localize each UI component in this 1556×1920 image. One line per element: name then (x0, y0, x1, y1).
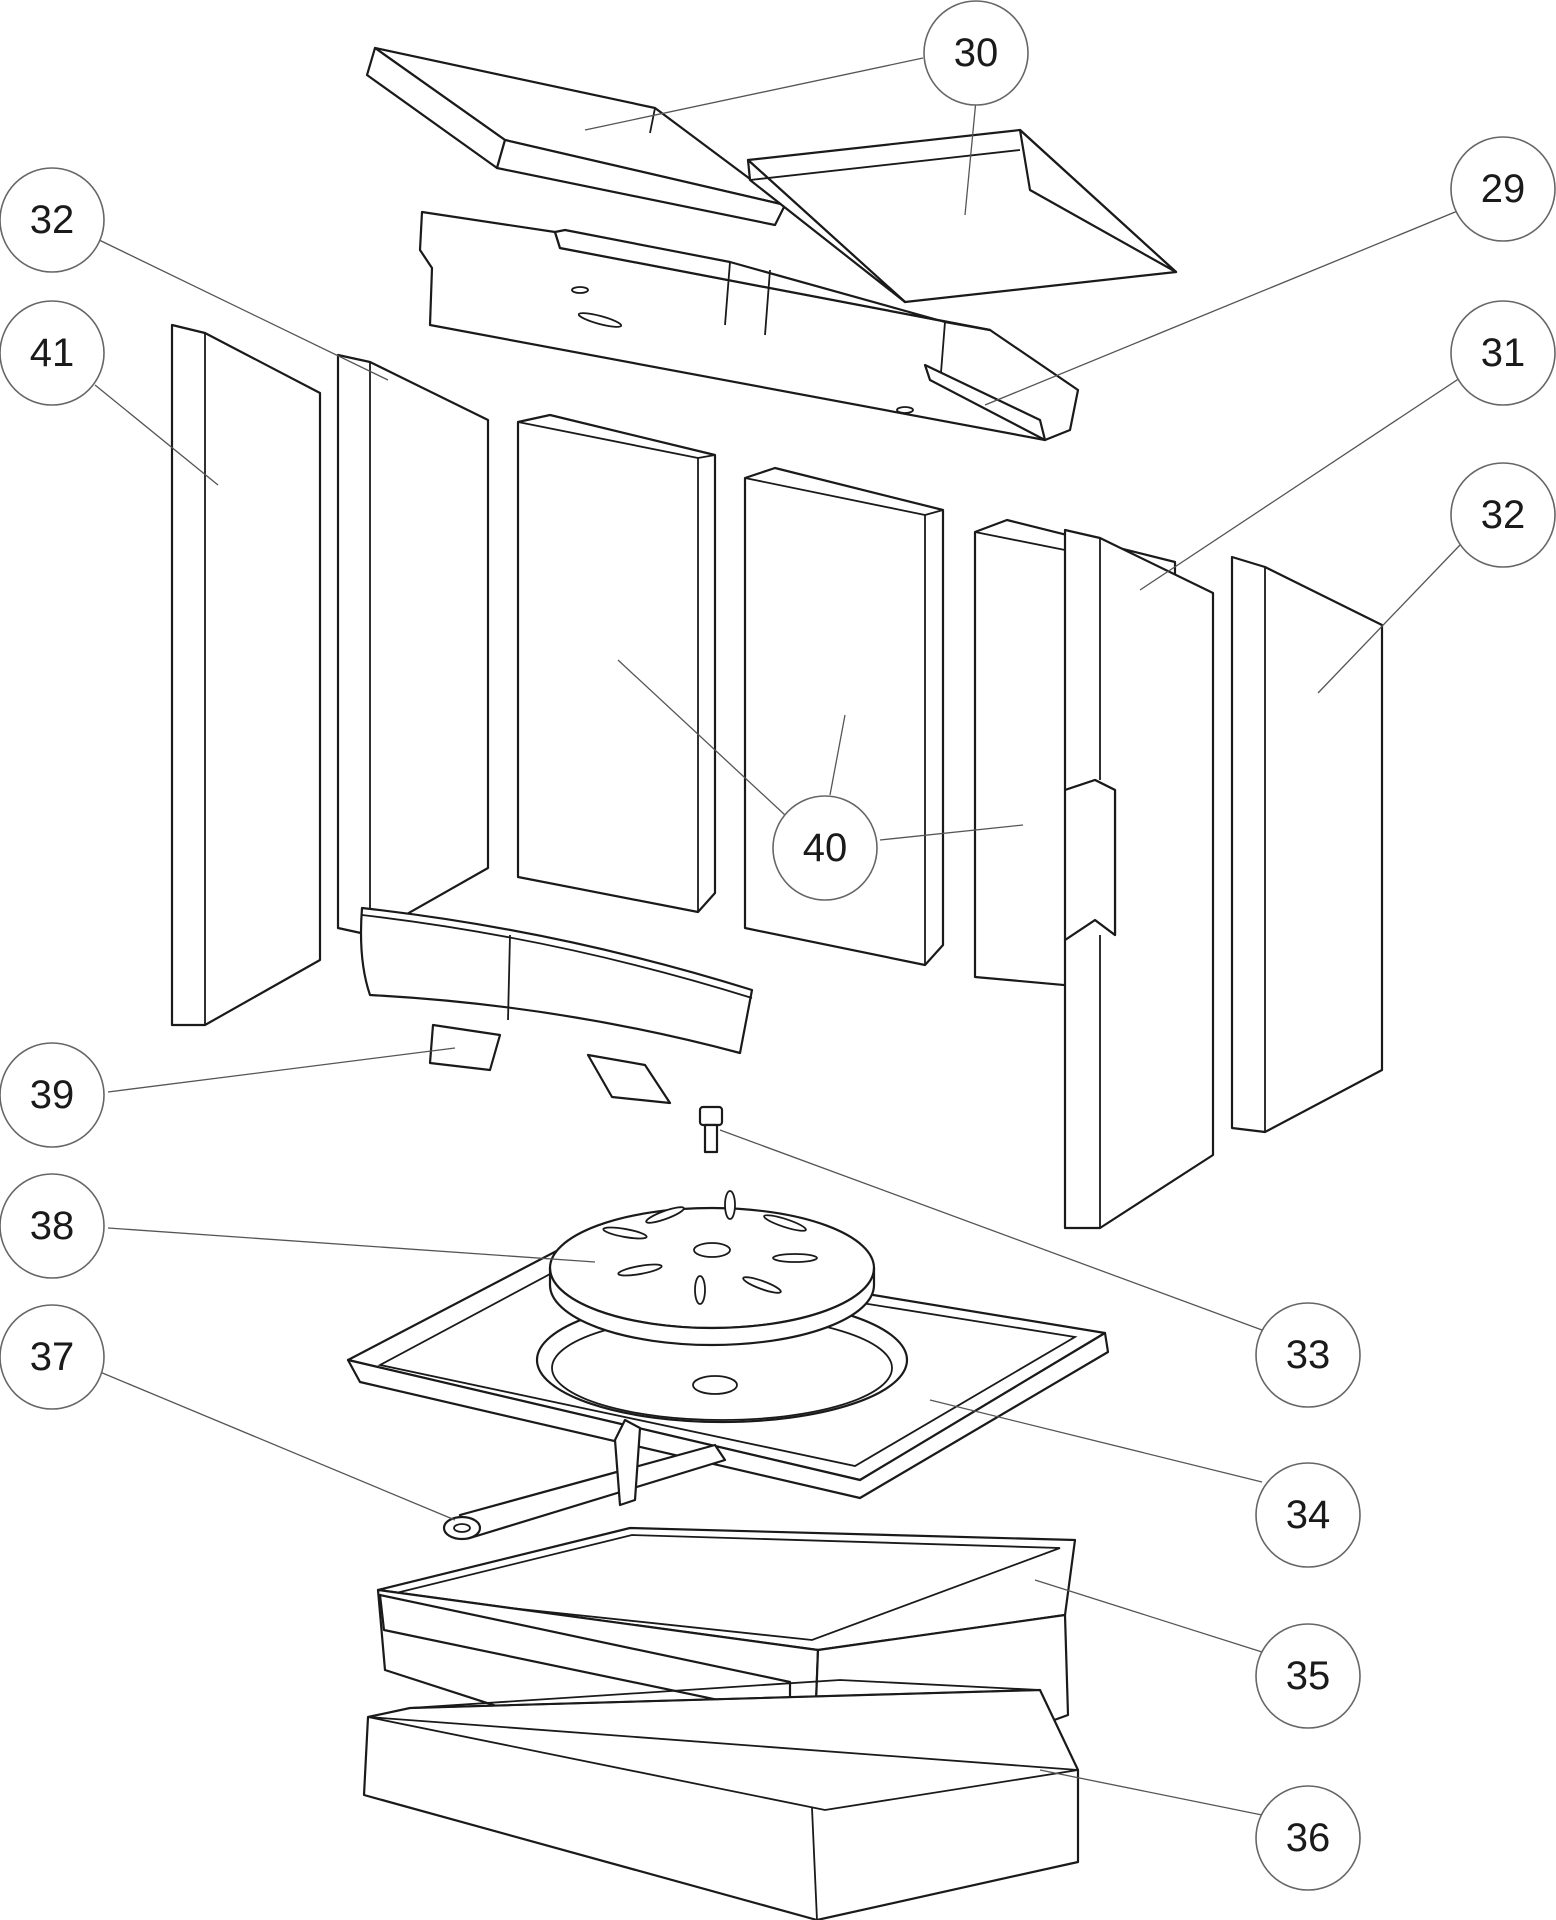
callout-36: 36 (1255, 1785, 1361, 1891)
part-41-side-brick (170, 323, 322, 1027)
part-29-baffle (418, 210, 1080, 442)
callout-38-label: 38 (30, 1204, 75, 1248)
callout-32-left-label: 32 (30, 198, 75, 242)
callout-31: 31 (1450, 300, 1556, 406)
callout-30: 30 (923, 0, 1029, 106)
callout-35: 35 (1255, 1623, 1361, 1729)
part-39-log-guard (359, 906, 754, 1105)
part-37-shaker-lever (442, 1418, 727, 1541)
callout-32-right-label: 32 (1481, 493, 1526, 537)
callout-32-right: 32 (1450, 462, 1556, 568)
callout-37: 37 (0, 1304, 105, 1410)
callout-36-label: 36 (1286, 1816, 1331, 1860)
part-40-rear-brick-1 (516, 413, 717, 914)
callout-39-label: 39 (30, 1073, 75, 1117)
callout-41-label: 41 (30, 331, 75, 375)
part-36-ash-pan-housing (362, 1679, 1080, 1920)
callout-38: 38 (0, 1173, 105, 1279)
callout-32-left: 32 (0, 167, 105, 273)
part-30-baffle-right (746, 128, 1178, 304)
callout-30-label: 30 (954, 31, 999, 75)
part-31-side-brick-notched (1063, 528, 1215, 1230)
leader-lines (94, 57, 1461, 1816)
callout-35-label: 35 (1286, 1654, 1331, 1698)
callout-29: 29 (1450, 136, 1556, 242)
callout-37-label: 37 (30, 1335, 75, 1379)
callout-31-label: 31 (1481, 331, 1526, 375)
part-30-baffle-left (365, 46, 787, 227)
callout-34: 34 (1255, 1462, 1361, 1568)
part-32-side-brick-right (1230, 555, 1384, 1134)
callout-33: 33 (1255, 1302, 1361, 1408)
callout-33-label: 33 (1286, 1333, 1331, 1377)
callout-29-label: 29 (1481, 167, 1526, 211)
callout-40-label: 40 (803, 826, 848, 870)
part-32-side-brick-left (336, 353, 490, 937)
callout-39: 39 (0, 1042, 105, 1148)
callout-41: 41 (0, 300, 105, 406)
callout-34-label: 34 (1286, 1493, 1331, 1537)
part-38-grate-disc (548, 1190, 876, 1347)
part-33-screw (698, 1105, 724, 1154)
callout-40: 40 (772, 795, 878, 901)
